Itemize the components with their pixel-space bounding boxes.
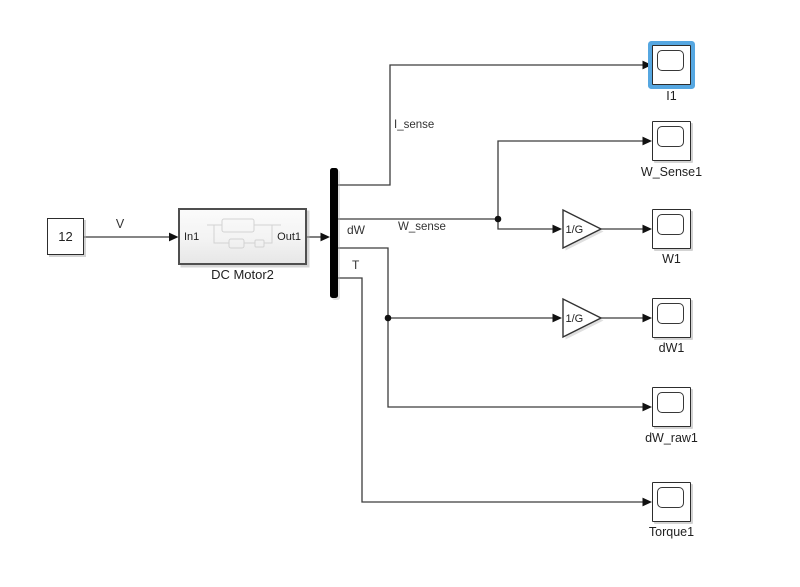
arrow-into-torque1 bbox=[642, 497, 652, 507]
signal-label-t[interactable]: T bbox=[352, 258, 360, 272]
subsystem-inport-label: In1 bbox=[184, 230, 200, 243]
arrow-into-wsense1 bbox=[642, 136, 652, 146]
signal-label-w-sense[interactable]: W_sense bbox=[398, 221, 446, 233]
scope-screen bbox=[657, 126, 684, 147]
wire-w-sense-to-gain1[interactable] bbox=[497, 219, 553, 230]
wire-dw-raw[interactable] bbox=[338, 247, 643, 408]
signal-label-v[interactable]: V bbox=[115, 217, 125, 231]
scope-block-w1[interactable] bbox=[652, 209, 691, 249]
gain-block-2[interactable]: 1/G bbox=[562, 297, 604, 340]
gain2-label: 1/G bbox=[566, 313, 584, 325]
subsystem-thumbnail bbox=[207, 218, 281, 249]
scope-block-dw-raw1[interactable] bbox=[652, 387, 691, 427]
arrow-into-dw1 bbox=[642, 313, 652, 323]
scope-screen bbox=[657, 392, 684, 413]
scope-block-torque1[interactable] bbox=[652, 482, 691, 522]
dc-motor-subsystem-block[interactable]: In1 Out1 bbox=[178, 208, 307, 265]
arrow-into-w1 bbox=[642, 224, 652, 234]
arrow-into-dw-raw1 bbox=[642, 402, 652, 412]
wire-i-sense[interactable] bbox=[338, 64, 643, 186]
wire-w-sense-to-wsense1[interactable] bbox=[497, 140, 643, 219]
signal-label-i-sense[interactable]: I_sense bbox=[394, 119, 435, 131]
junction-w-sense bbox=[494, 215, 502, 223]
gain1-label: 1/G bbox=[566, 224, 584, 236]
signal-label-dw[interactable]: dW bbox=[347, 223, 365, 237]
scope-label-w-sense1[interactable]: W_Sense1 bbox=[640, 165, 703, 179]
scope-block-i1[interactable] bbox=[652, 45, 691, 85]
scope-label-dw1[interactable]: dW1 bbox=[658, 341, 685, 355]
arrow-into-i1 bbox=[642, 60, 652, 70]
junction-dw bbox=[384, 314, 392, 322]
subsystem-name-label[interactable]: DC Motor2 bbox=[211, 267, 274, 282]
scope-label-w1[interactable]: W1 bbox=[662, 252, 681, 266]
scope-label-i1[interactable]: I1 bbox=[666, 89, 677, 103]
arrow-into-demux bbox=[320, 232, 330, 242]
scope-screen bbox=[657, 50, 684, 71]
constant-value: 12 bbox=[58, 229, 73, 244]
scope-screen bbox=[657, 303, 684, 324]
scope-label-dw-raw1[interactable]: dW_raw1 bbox=[645, 431, 698, 445]
scope-block-w-sense1[interactable] bbox=[652, 121, 691, 161]
gain-block-1[interactable]: 1/G bbox=[562, 208, 604, 251]
arrow-into-subsystem bbox=[169, 232, 179, 242]
scope-screen bbox=[657, 487, 684, 508]
arrow-into-gain2 bbox=[552, 313, 562, 323]
wire-torque[interactable] bbox=[338, 277, 643, 503]
scope-screen bbox=[657, 214, 684, 235]
arrow-into-gain1 bbox=[552, 224, 562, 234]
demux-bar[interactable] bbox=[330, 168, 338, 298]
constant-block[interactable]: 12 bbox=[47, 218, 84, 255]
scope-block-dw1[interactable] bbox=[652, 298, 691, 338]
subsystem-outport-label: Out1 bbox=[277, 230, 301, 243]
scope-label-torque1[interactable]: Torque1 bbox=[648, 525, 695, 539]
